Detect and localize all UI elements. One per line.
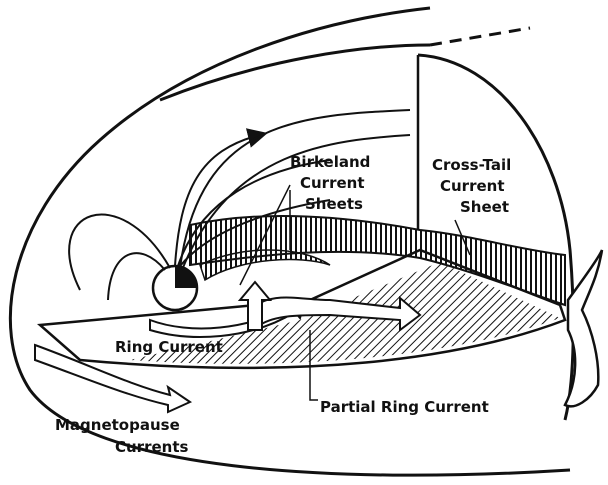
- birkeland-label-line3: Sheets: [305, 195, 363, 213]
- birkeland-label-line2: Current: [300, 174, 365, 192]
- magnetopause-label-line2: Currents: [115, 438, 189, 456]
- crosstail-label-line2: Current: [440, 177, 505, 195]
- partial-ring-current-label: Partial Ring Current: [320, 398, 489, 416]
- earth-shading: [175, 266, 197, 288]
- crosstail-label-line3: Sheet: [460, 198, 509, 216]
- magnetopause-label-line1: Magnetopause: [55, 416, 180, 434]
- ring-current-label: Ring Current: [115, 338, 223, 356]
- crosstail-label-line1: Cross-Tail: [432, 156, 511, 174]
- tail-upper-boundary-dashed: [430, 28, 530, 45]
- birkeland-label-line1: Birkeland: [290, 153, 370, 171]
